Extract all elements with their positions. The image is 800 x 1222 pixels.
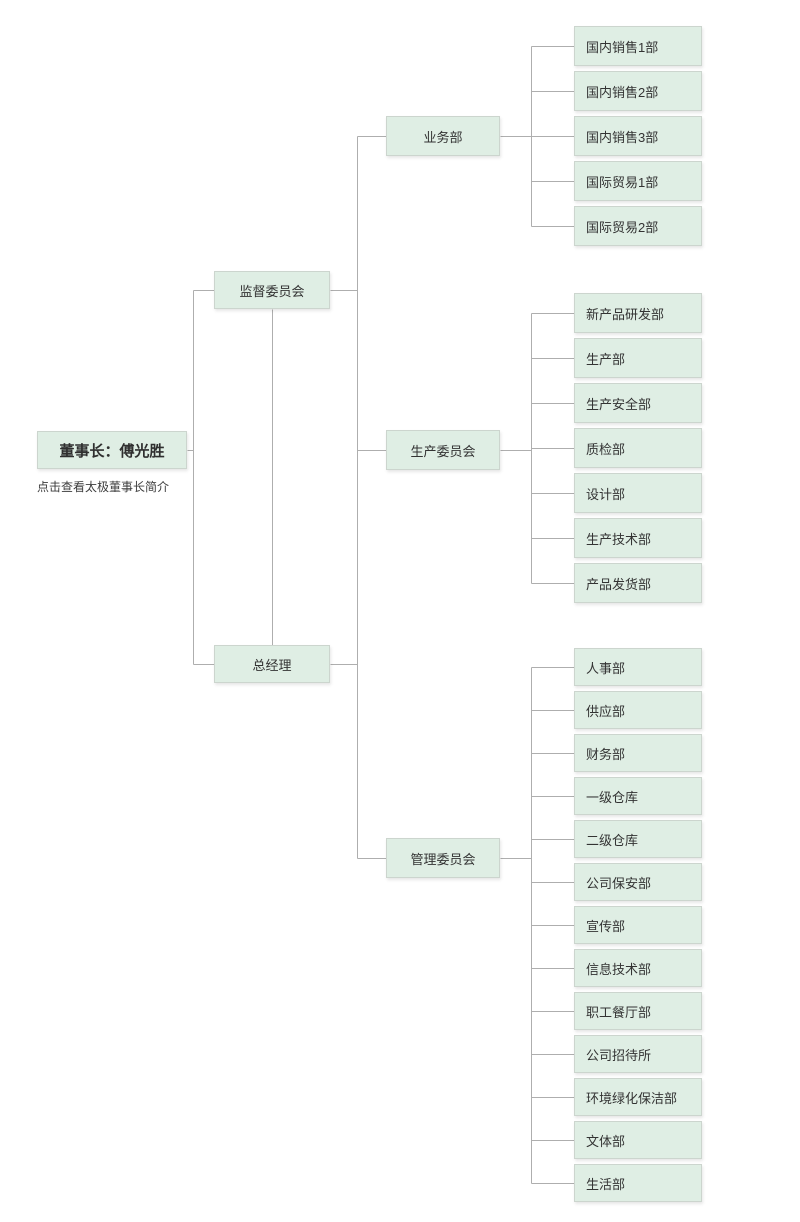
node-department[interactable]: 公司保安部 — [574, 863, 702, 901]
node-department[interactable]: 供应部 — [574, 691, 702, 729]
node-department[interactable]: 国内销售1部 — [574, 26, 702, 66]
node-department[interactable]: 二级仓库 — [574, 820, 702, 858]
node-committee-0[interactable]: 业务部 — [386, 116, 500, 156]
node-chairman[interactable]: 董事长：傅光胜 — [37, 431, 187, 469]
node-department[interactable]: 生产安全部 — [574, 383, 702, 423]
node-department[interactable]: 产品发货部 — [574, 563, 702, 603]
node-department[interactable]: 人事部 — [574, 648, 702, 686]
chairman-profile-hint[interactable]: 点击查看太极董事长简介 — [37, 480, 170, 494]
node-department[interactable]: 新产品研发部 — [574, 293, 702, 333]
node-department[interactable]: 宣传部 — [574, 906, 702, 944]
node-department[interactable]: 生活部 — [574, 1164, 702, 1202]
node-department[interactable]: 设计部 — [574, 473, 702, 513]
node-committee-1[interactable]: 生产委员会 — [386, 430, 500, 470]
node-committee-2[interactable]: 管理委员会 — [386, 838, 500, 878]
node-department[interactable]: 国内销售3部 — [574, 116, 702, 156]
node-department[interactable]: 职工餐厅部 — [574, 992, 702, 1030]
node-department[interactable]: 质检部 — [574, 428, 702, 468]
node-level2-0[interactable]: 监督委员会 — [214, 271, 330, 309]
node-department[interactable]: 财务部 — [574, 734, 702, 772]
node-department[interactable]: 生产技术部 — [574, 518, 702, 558]
node-department[interactable]: 国际贸易2部 — [574, 206, 702, 246]
node-department[interactable]: 信息技术部 — [574, 949, 702, 987]
node-department[interactable]: 文体部 — [574, 1121, 702, 1159]
node-department[interactable]: 公司招待所 — [574, 1035, 702, 1073]
node-level2-1[interactable]: 总经理 — [214, 645, 330, 683]
node-department[interactable]: 生产部 — [574, 338, 702, 378]
node-department[interactable]: 国际贸易1部 — [574, 161, 702, 201]
node-department[interactable]: 一级仓库 — [574, 777, 702, 815]
node-department[interactable]: 国内销售2部 — [574, 71, 702, 111]
node-department[interactable]: 环境绿化保洁部 — [574, 1078, 702, 1116]
